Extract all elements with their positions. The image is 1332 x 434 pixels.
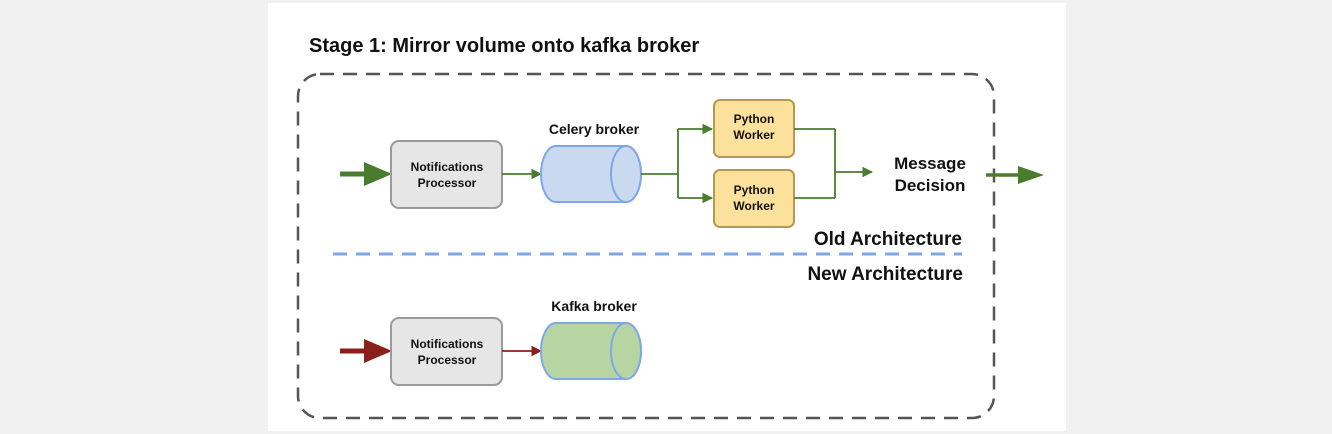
- svg-text:Python: Python: [734, 112, 775, 126]
- kafka-broker-label: Kafka broker: [551, 298, 637, 314]
- svg-text:Python: Python: [734, 183, 775, 197]
- svg-text:Notifications: Notifications: [411, 337, 484, 351]
- kafka-broker-cylinder: [540, 322, 642, 380]
- svg-text:Notifications: Notifications: [411, 160, 484, 174]
- stage-boundary: [296, 72, 996, 420]
- svg-text:Processor: Processor: [418, 176, 477, 190]
- svg-text:Worker: Worker: [733, 199, 774, 213]
- new-notifications-processor: Notifications Processor: [390, 317, 503, 386]
- old-workers-to-decision-merge: [794, 128, 874, 199]
- new-architecture-label: New Architecture: [807, 264, 963, 285]
- svg-text:Message: Message: [894, 154, 966, 173]
- old-broker-to-workers-branch: [641, 123, 714, 204]
- svg-text:Processor: Processor: [418, 353, 477, 367]
- diagram-title: Stage 1: Mirror volume onto kafka broker: [309, 35, 699, 57]
- svg-text:Decision: Decision: [895, 176, 966, 195]
- old-architecture-label: Old Architecture: [814, 229, 962, 250]
- python-worker-bottom: Python Worker: [713, 169, 795, 228]
- celery-broker-cylinder: [540, 145, 642, 203]
- old-output-arrow: [986, 166, 1044, 184]
- python-worker-top: Python Worker: [713, 99, 795, 158]
- svg-text:Worker: Worker: [733, 128, 774, 142]
- old-input-arrow: [340, 162, 392, 186]
- celery-broker-label: Celery broker: [549, 121, 640, 137]
- new-input-arrow: [340, 339, 392, 363]
- message-decision-label: Message Decision: [894, 154, 966, 195]
- old-notifications-processor: Notifications Processor: [390, 140, 503, 209]
